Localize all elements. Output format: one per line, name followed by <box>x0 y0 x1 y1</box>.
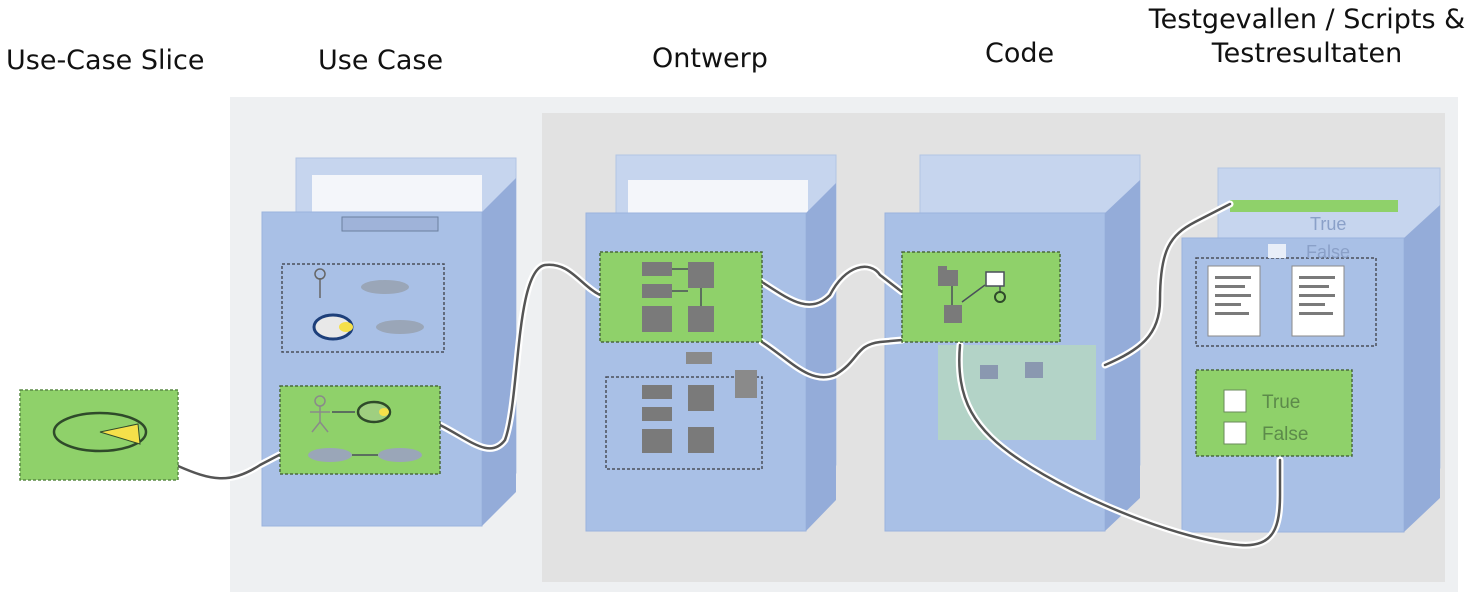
ontwerp-stack <box>585 154 837 532</box>
header-tests-line2: Testresultaten <box>1211 38 1403 69</box>
header-use-case: Use Case <box>318 45 444 76</box>
test-label-false: False <box>1262 424 1308 445</box>
false-checkbox <box>1223 421 1247 445</box>
header-ontwerp: Ontwerp <box>652 43 768 74</box>
test-label-true: True <box>1262 392 1300 413</box>
folder-icon <box>938 270 958 286</box>
header-tests-line1: Testgevallen / Scripts & <box>1148 4 1466 35</box>
tests-panel <box>1195 369 1353 457</box>
slice-wedge-icon <box>99 423 141 445</box>
test-back-label-false: False <box>1306 242 1350 262</box>
true-checkbox <box>1223 389 1247 413</box>
ontwerp-panel <box>599 251 763 343</box>
header-use-case-slice: Use-Case Slice <box>6 45 205 76</box>
code-stack <box>884 154 1141 532</box>
use-case-slice-panel <box>19 389 179 481</box>
header-tests: Testgevallen / Scripts & Testresultaten <box>1146 3 1468 71</box>
code-panel <box>901 251 1061 343</box>
header-code: Code <box>985 38 1055 69</box>
test-back-label-true: True <box>1310 214 1346 234</box>
use-case-panel <box>279 385 441 475</box>
